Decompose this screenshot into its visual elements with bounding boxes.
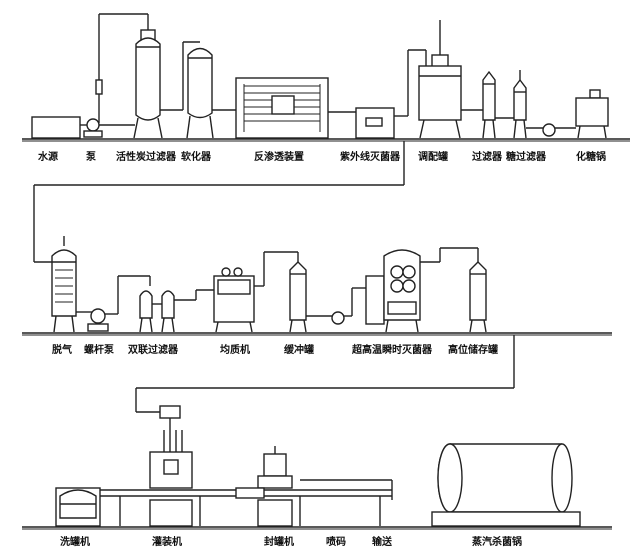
label-high-storage-tank: 高位储存罐 (448, 343, 498, 356)
blending-tank (418, 20, 483, 139)
label-pump: 泵 (86, 151, 97, 163)
softener-tank (186, 47, 214, 139)
row1-floor (22, 138, 630, 142)
label-conveying: 输送 (372, 535, 393, 548)
uht-feed-pump-symbol (331, 287, 366, 325)
label-filler: 灌装机 (152, 535, 182, 548)
sugar-dissolving-pot (575, 89, 609, 139)
uht-sterilizer-unit (365, 247, 479, 333)
sugar-filter-column (513, 70, 543, 139)
uv-sterilizer-unit (355, 49, 427, 139)
label-steam-sterilization-pot: 蒸汽杀菌锅 (472, 535, 522, 548)
label-reverse-osmosis: 反渗透装置 (254, 150, 304, 163)
screw-pump-symbol (87, 275, 150, 332)
activated-carbon-filter-tank (133, 29, 163, 139)
label-blending-tank: 调配罐 (418, 150, 448, 163)
label-homogenizer: 均质机 (220, 343, 250, 356)
label-water-source: 水源 (37, 150, 58, 163)
duplex-filter-pair (139, 276, 214, 333)
label-buffer-tank: 缓冲罐 (283, 343, 314, 356)
high-storage-tank-column (469, 261, 487, 333)
label-uht-sterilizer: 超高温瞬时灭菌器 (351, 343, 433, 356)
label-inkjet-coding: 喷码 (326, 535, 346, 548)
label-degassing: 脱气 (52, 343, 72, 356)
label-seamer: 封罐机 (264, 535, 294, 548)
water-source-box (31, 116, 81, 139)
can-washer-unit (55, 487, 101, 527)
steam-sterilization-pot (431, 443, 581, 527)
connector-row2-row3 (135, 335, 515, 413)
buffer-tank-column (289, 261, 332, 333)
homogenizer-unit (213, 251, 299, 333)
label-filter: 过滤器 (472, 150, 503, 163)
pump-symbol (80, 14, 135, 138)
label-sugar-dissolving-pot: 化糖锅 (576, 150, 606, 163)
label-duplex-filter: 双联过滤器 (128, 343, 179, 356)
label-can-washer: 洗罐机 (60, 535, 90, 548)
filler-unit (149, 405, 193, 527)
degassing-tower (51, 236, 77, 333)
label-sugar-filter: 糖过滤器 (506, 150, 547, 163)
reverse-osmosis-unit (235, 77, 329, 139)
row2-floor (22, 332, 612, 336)
label-screw-pump: 螺杆泵 (84, 343, 115, 356)
label-uv-sterilizer: 紫外线灭菌器 (340, 150, 401, 163)
connector-row1-row2 (33, 141, 405, 263)
conveyor-line (100, 479, 393, 526)
row3-floor (22, 526, 612, 530)
filter-column (482, 70, 514, 139)
sugar-pump-symbol (542, 123, 576, 137)
label-activated-carbon-filter: 活性炭过滤器 (116, 150, 177, 163)
label-softener: 软化器 (181, 150, 212, 163)
seamer-unit (235, 446, 293, 527)
